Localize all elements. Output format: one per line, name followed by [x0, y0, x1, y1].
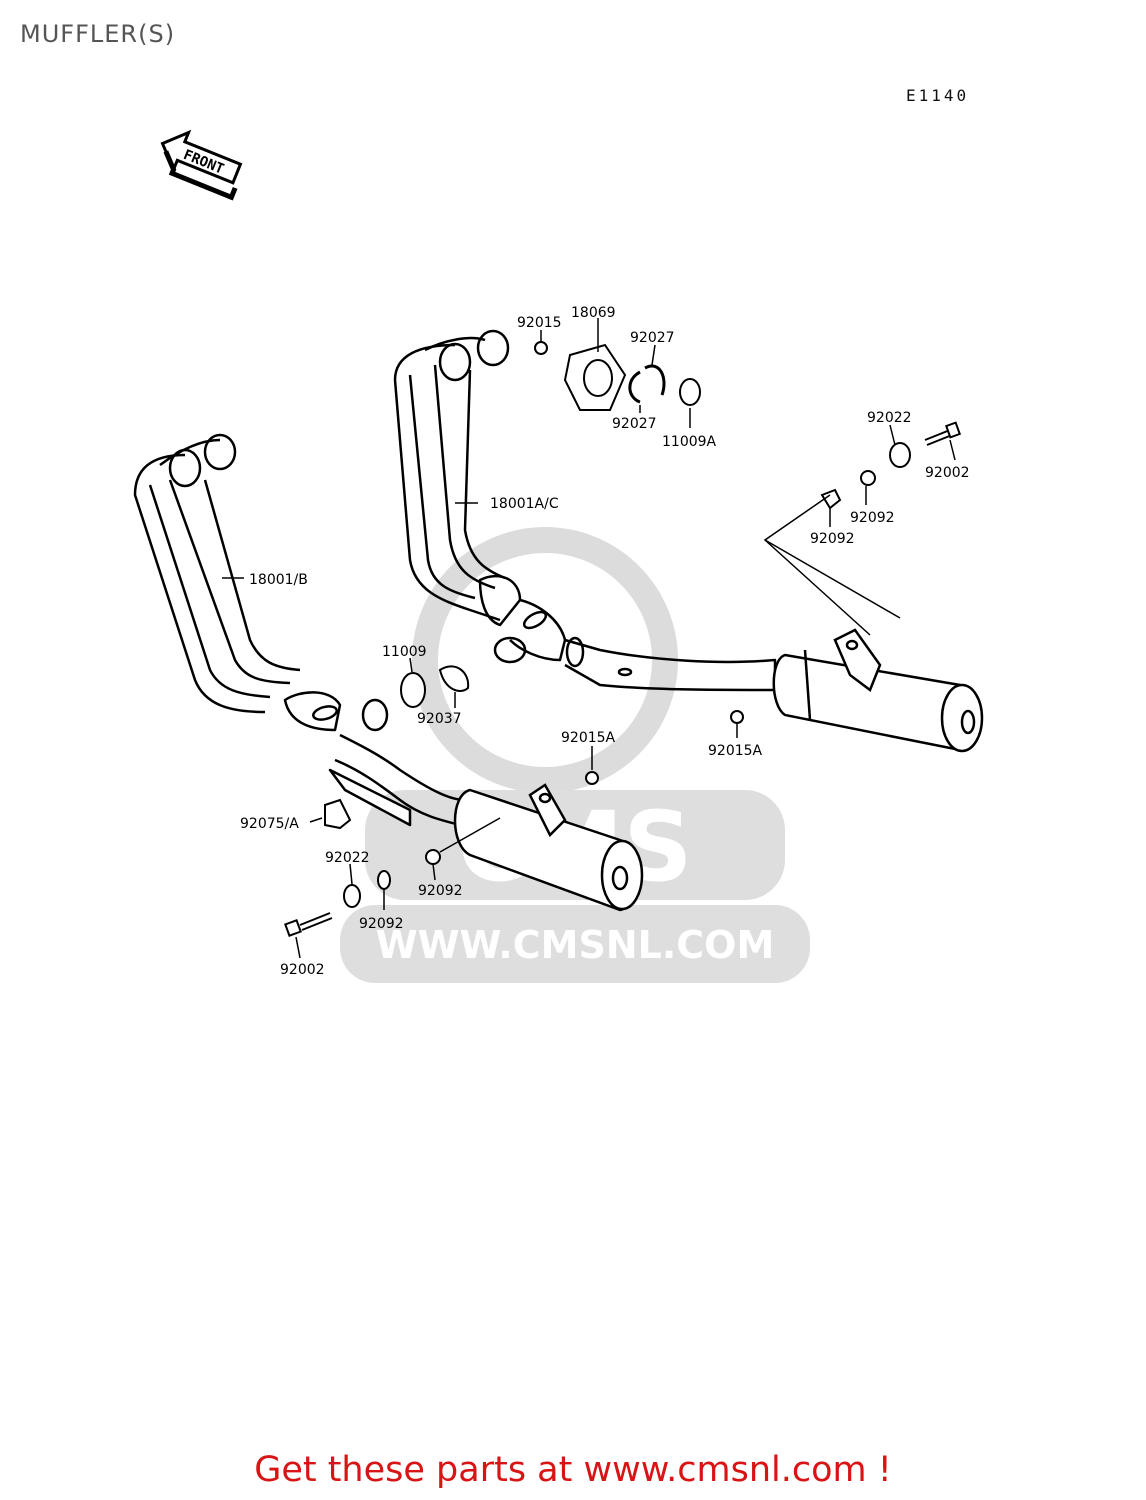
watermark: CMS WWW.CMSNL.COM: [340, 527, 810, 983]
exploded-parts-diagram: CMS WWW.CMSNL.COM FRONT: [133, 129, 984, 983]
part-label-92027-bottom[interactable]: 92027: [612, 416, 657, 432]
muffler-left: [453, 783, 644, 912]
rubber-92092-left-1: [425, 849, 441, 865]
clamp-92037: [438, 665, 470, 692]
part-label-18001AC[interactable]: 18001A/C: [490, 496, 559, 512]
part-label-92002-left[interactable]: 92002: [280, 962, 325, 978]
watermark-url-plate: [340, 905, 810, 983]
damper-92075A: [324, 798, 352, 830]
part-label-92002-right[interactable]: 92002: [925, 465, 970, 481]
split-keeper-92027-top: [644, 364, 666, 396]
rubber-92092-left-2: [377, 870, 391, 890]
leader-lines: [222, 318, 956, 959]
bolt-92002-left: [284, 912, 333, 937]
part-label-92092-right-1[interactable]: 92092: [850, 510, 895, 526]
part-label-92015[interactable]: 92015: [517, 315, 562, 331]
hardware-parts: [284, 341, 962, 937]
part-label-92027-top[interactable]: 92027: [630, 330, 675, 346]
part-label-92015A-right[interactable]: 92015A: [708, 743, 763, 759]
page-title: MUFFLER(S): [20, 20, 176, 48]
part-label-11009A[interactable]: 11009A: [662, 434, 717, 450]
split-keeper-92027-bottom: [628, 370, 641, 404]
muffler-right: [772, 628, 984, 753]
part-label-92015A-left[interactable]: 92015A: [561, 730, 616, 746]
exhaust-pipe-left: [133, 433, 466, 827]
part-label-18001B[interactable]: 18001/B: [249, 572, 308, 588]
part-label-92092-right-2[interactable]: 92092: [810, 531, 855, 547]
bolt-92002-right: [924, 421, 962, 446]
part-label-92075A[interactable]: 92075/A: [240, 816, 299, 832]
promo-link[interactable]: Get these parts at www.cmsnl.com !: [254, 1450, 892, 1490]
part-labels: 92015 18069 92027 92027 11009A 92022 920…: [240, 305, 970, 978]
collar-92022-left: [343, 884, 361, 908]
part-label-92022-right[interactable]: 92022: [867, 410, 912, 426]
part-label-18069[interactable]: 18069: [571, 305, 616, 321]
part-label-92022-left[interactable]: 92022: [325, 850, 370, 866]
rubber-92092-right-2: [820, 488, 842, 510]
part-label-92037[interactable]: 92037: [417, 711, 462, 727]
flange-18069: [563, 343, 627, 411]
rubber-92092-right-1: [860, 470, 876, 486]
diagram-code: E1140: [906, 86, 970, 105]
front-arrow: FRONT: [160, 129, 243, 201]
nut-92015A-right: [730, 710, 744, 724]
part-label-92092-left-2[interactable]: 92092: [359, 916, 404, 932]
nut-92015A-left: [585, 771, 599, 785]
nut-92015: [534, 341, 548, 355]
part-label-92092-left-1[interactable]: 92092: [418, 883, 463, 899]
watermark-emblem: [412, 527, 678, 793]
collar-92022-right: [889, 442, 911, 468]
gasket-11009A: [679, 378, 701, 406]
part-label-11009[interactable]: 11009: [382, 644, 427, 660]
watermark-url-text: WWW.CMSNL.COM: [376, 923, 775, 967]
gasket-11009: [400, 672, 426, 708]
